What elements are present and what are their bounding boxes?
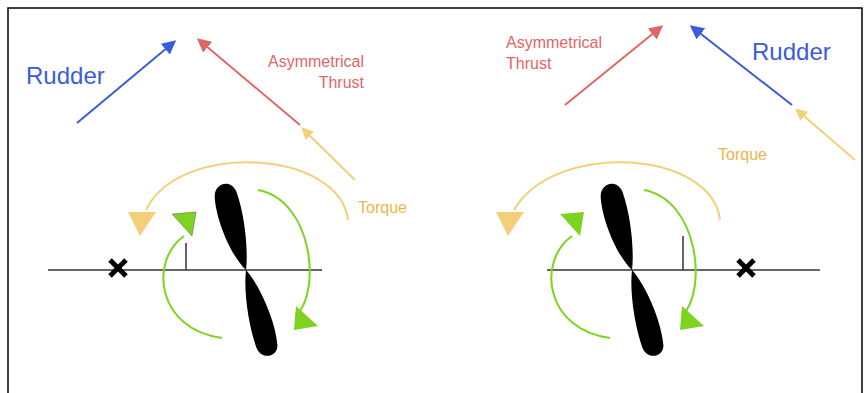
tick-mark bbox=[682, 236, 684, 270]
rotation-arrowhead bbox=[294, 306, 318, 330]
force-label: Rudder bbox=[752, 36, 852, 67]
torque-arrowhead bbox=[128, 212, 156, 236]
rotation-arc bbox=[551, 236, 610, 338]
x-mark bbox=[738, 260, 754, 276]
force-label: Asymmetrical Thrust bbox=[506, 33, 628, 75]
torque-arc bbox=[146, 162, 348, 220]
frame-border bbox=[8, 8, 862, 393]
propeller bbox=[210, 181, 281, 359]
torque-vector bbox=[797, 110, 855, 160]
torque-vector bbox=[303, 129, 355, 180]
rotation-arrowhead bbox=[560, 212, 584, 236]
thrust-arrow bbox=[199, 40, 300, 125]
right-panel bbox=[496, 27, 855, 359]
rotation-arc bbox=[644, 190, 696, 316]
force-label: Torque bbox=[358, 198, 438, 219]
force-label: Rudder bbox=[26, 60, 146, 91]
rotation-arrowhead bbox=[680, 306, 704, 330]
rotation-arc bbox=[258, 190, 310, 316]
x-mark bbox=[110, 260, 126, 276]
torque-arrowhead bbox=[496, 212, 524, 236]
force-label: Asymmetrical Thrust bbox=[242, 52, 364, 94]
rotation-arc bbox=[163, 236, 222, 338]
wing-line bbox=[48, 269, 322, 271]
force-label: Torque bbox=[718, 145, 798, 166]
rotation-arrowhead bbox=[172, 212, 196, 236]
propeller bbox=[596, 181, 667, 359]
tick-mark bbox=[185, 243, 187, 270]
